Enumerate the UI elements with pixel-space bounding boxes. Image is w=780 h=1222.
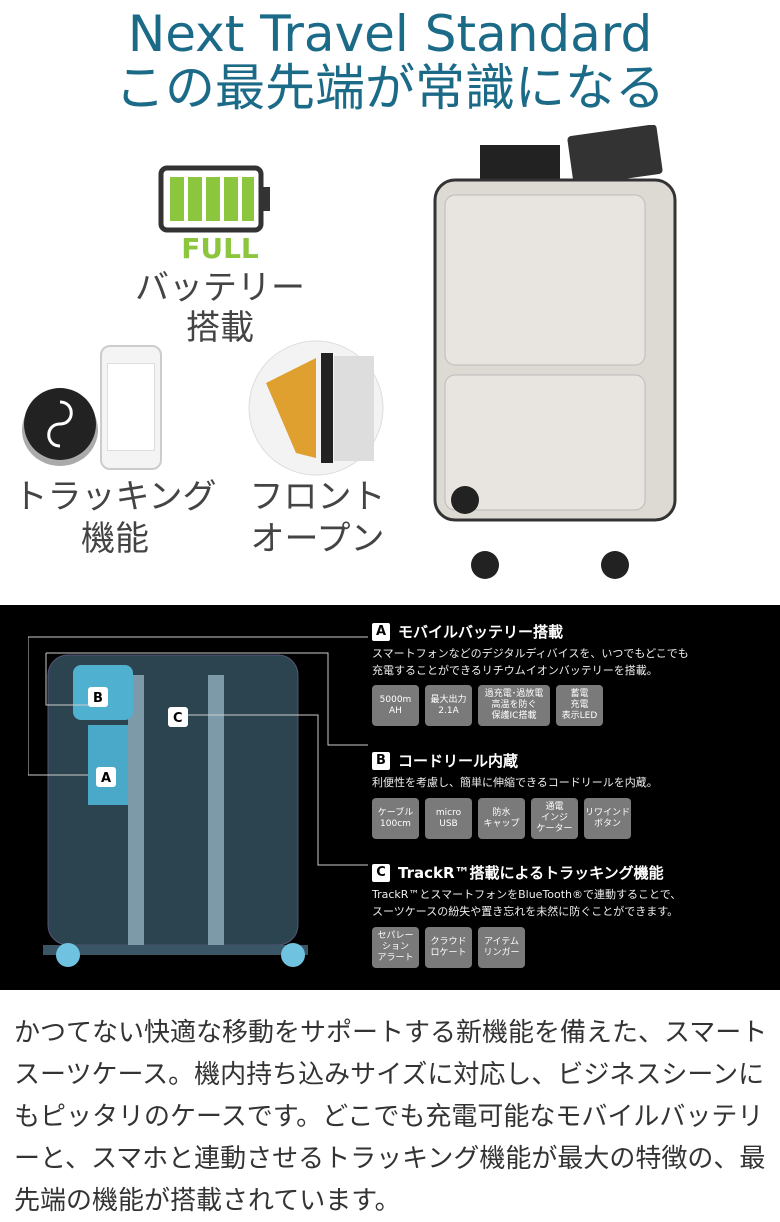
marker-c: C [173,711,183,726]
phone-image [100,345,162,470]
badge: ケーブル 100cm [372,798,419,839]
section-c-letter: C [372,863,390,882]
headline-jp: この最先端が常識になる [115,59,665,117]
section-a-badges: 5000m AH 最大出力 2.1A 過充電･過放電 高温を防ぐ 保護IC搭載 … [372,685,603,726]
section-b-letter: B [372,751,390,770]
marker-a: A [101,771,111,786]
front-label-1: フロント [249,477,386,517]
section-a-desc: スマートフォンなどのデジタルディバイスを、いつでもどこでも充電することができるリ… [372,645,772,679]
badge: セパレー ション アラート [372,927,419,968]
section-a-desc-1: スマートフォンなどのデジタルディバイスを、いつでもどこでも [372,647,689,660]
section-b-desc: 利便性を考慮し、簡単に伸縮できるコードリールを内蔵。 [372,776,658,789]
suitcase-xray-image: B C A [28,636,368,967]
battery-label-2: 搭載 [186,308,254,348]
section-a-heading: A モバイルバッテリー搭載 [372,621,563,642]
tracking-label-2: 機能 [81,519,149,559]
badge: アイテム リンガー [478,927,525,968]
section-a-letter: A [372,622,390,641]
battery-full-label: FULL [181,232,259,265]
feature-diagram: B C A A モバイルバッテリー搭載 スマートフォンなどのデジタルディバイスを、… [0,605,780,990]
marker-b: B [93,691,103,706]
badge: 最大出力 2.1A [425,685,472,726]
section-c-title: TrackR™搭載によるトラッキング機能 [398,864,664,882]
badge: 蓄電 充電 表示LED [556,685,603,726]
badge: micro USB [425,798,472,839]
section-b-title: コードリール内蔵 [398,752,519,770]
section-a-desc-2: 充電することができるリチウムイオンバッテリーを搭載。 [372,664,658,677]
section-c-desc-1: TrackR™とスマートフォンをBlueTooth®で連動することで、 [372,888,682,901]
section-b-badges: ケーブル 100cm micro USB 防水 キャップ 通電 インジ ケーター… [372,798,631,839]
tracker-icon [22,388,98,466]
battery-label-1: バッテリー [135,268,305,308]
front-open-icon [248,340,384,476]
front-label-2: オープン [250,519,385,559]
suitcase-image [433,125,677,579]
badge: クラウド ロケート [425,927,472,968]
badge: 5000m AH [372,685,419,726]
headline-en: Next Travel Standard [127,5,653,63]
badge: 過充電･過放電 高温を防ぐ 保護IC搭載 [478,685,550,726]
section-c-badges: セパレー ション アラート クラウド ロケート アイテム リンガー [372,927,525,968]
badge: リワインド ボタン [584,798,631,839]
product-description: かつてない快適な移動をサポートする新機能を備えた、スマートスーツケース。機内持ち… [14,1018,768,1216]
section-c-heading: C TrackR™搭載によるトラッキング機能 [372,862,664,883]
badge: 通電 インジ ケーター [531,798,578,839]
section-c-desc: TrackR™とスマートフォンをBlueTooth®で連動することで、スーツケー… [372,886,772,920]
section-c-desc-2: スーツケースの紛失や置き忘れを未然に防ぐことができます。 [372,905,679,918]
section-a-title: モバイルバッテリー搭載 [398,623,564,641]
tracking-label-1: トラッキング [13,477,217,517]
badge: 防水 キャップ [478,798,525,839]
section-b-heading: B コードリール内蔵 [372,750,518,771]
battery-icon [158,165,270,233]
